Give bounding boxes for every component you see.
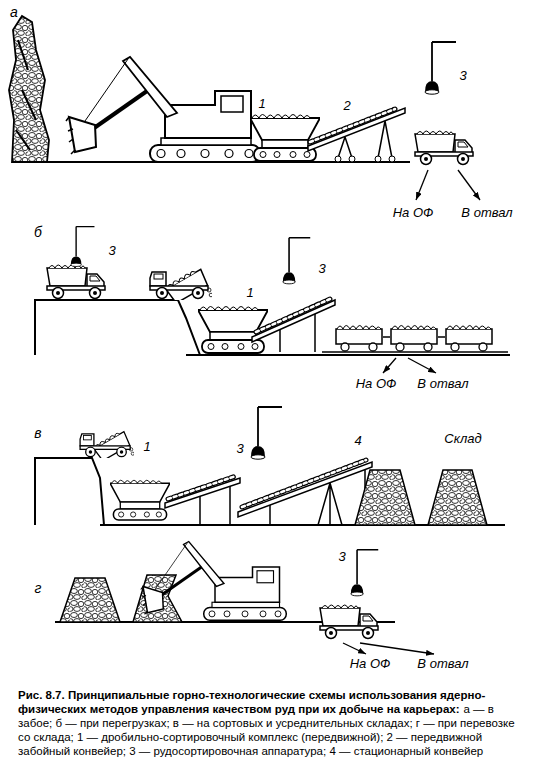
callout-number: 2 [343,99,350,112]
destination-label: В отвал [417,657,468,670]
flow-arrow [458,170,480,200]
sorting-apparatus [71,227,95,267]
callout-number: 1 [246,286,253,299]
panel-letter: г [35,581,42,595]
rail-wagon [446,326,492,352]
destination-label: На ОФ [356,377,397,390]
callout-number: 1 [258,97,265,110]
panel-letter: а [10,5,18,19]
sorting-apparatus [425,42,456,94]
flow-arrow [416,170,428,200]
sorting-apparatus [351,550,378,596]
destination-label: На ОФ [393,206,434,219]
callout-number: 3 [338,550,345,563]
coupling [383,336,445,338]
crusher-complex [250,115,320,162]
stockpile [355,470,415,525]
stockpile [428,470,487,525]
stationary-conveyor [238,460,372,525]
conveyor [252,299,335,352]
panel-letter: б [34,225,42,239]
dump-truck [415,131,473,165]
caption-text: Рис. 8.7. Принципиальные горно-технологи… [18,689,485,715]
face-conveyor [308,108,405,162]
destination-label: В отвал [461,206,512,219]
sorting-apparatus [283,238,310,284]
figure-caption: Рис. 8.7. Принципиальные горно-технологи… [18,688,523,758]
callout-number: 3 [459,69,466,82]
bench [35,458,104,525]
flow-arrow [360,643,434,654]
panel-letter: в [34,426,41,440]
callout-number: 3 [108,244,115,257]
crusher-complex [110,480,170,520]
destination-label: В отвал [417,377,468,390]
callout-number: 3 [318,262,325,275]
panel-d-scene [55,542,434,655]
dump-truck [47,265,105,299]
rock-hatch [16,40,36,150]
ground-line [186,354,510,356]
sorting-apparatus [251,407,282,459]
rail-wagon [391,326,437,352]
flow-arrow [383,358,396,373]
stockpile [60,578,120,622]
callout-number: 1 [143,440,150,453]
tipping-truck [150,267,213,304]
flow-arrow [343,643,366,654]
panel-a-scene [9,16,480,200]
dump-truck [320,605,378,639]
rail-wagon [336,326,382,352]
callout-number: 3 [236,442,243,455]
excavator [66,57,260,162]
bench [35,300,200,355]
rail [322,351,508,353]
callout-number: 4 [354,434,361,447]
rock-face [9,16,49,162]
flow-arrow [408,358,436,373]
conveyor [165,476,240,525]
store-label: Склад [444,432,481,445]
panel-b-scene [35,227,510,373]
tipping-truck [80,429,134,461]
excavator [141,542,287,621]
panel-c-scene [35,407,505,525]
destination-label: На ОФ [350,657,391,670]
